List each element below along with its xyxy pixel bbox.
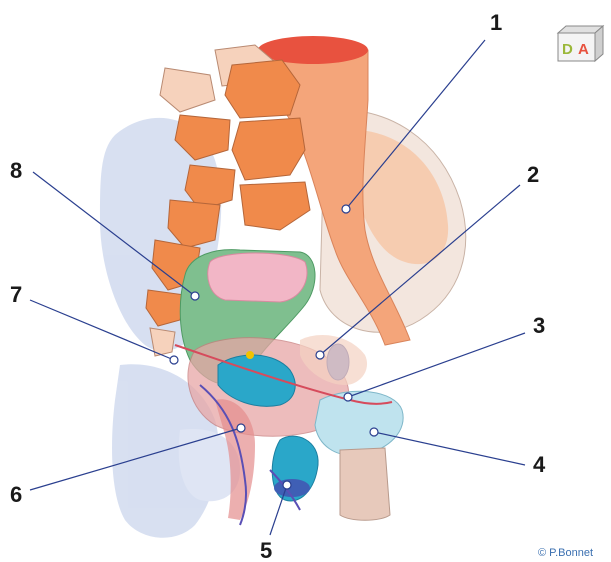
label-5: 5 — [260, 538, 272, 562]
logo-letter-d: D — [562, 41, 573, 58]
label-1: 1 — [490, 10, 502, 35]
label-3: 3 — [533, 313, 545, 338]
credit-text: © P.Bonnet — [538, 547, 593, 559]
pubic-bone — [315, 391, 403, 455]
nerve-point — [246, 351, 254, 359]
logo-letter-a: A — [578, 41, 589, 58]
label-2: 2 — [527, 162, 539, 187]
femur-shaft — [340, 448, 390, 520]
label-4: 4 — [533, 452, 546, 477]
label-7: 7 — [10, 282, 22, 307]
logo-da-icon: D A — [558, 26, 603, 61]
label-6: 6 — [10, 482, 22, 507]
label-8: 8 — [10, 158, 22, 183]
